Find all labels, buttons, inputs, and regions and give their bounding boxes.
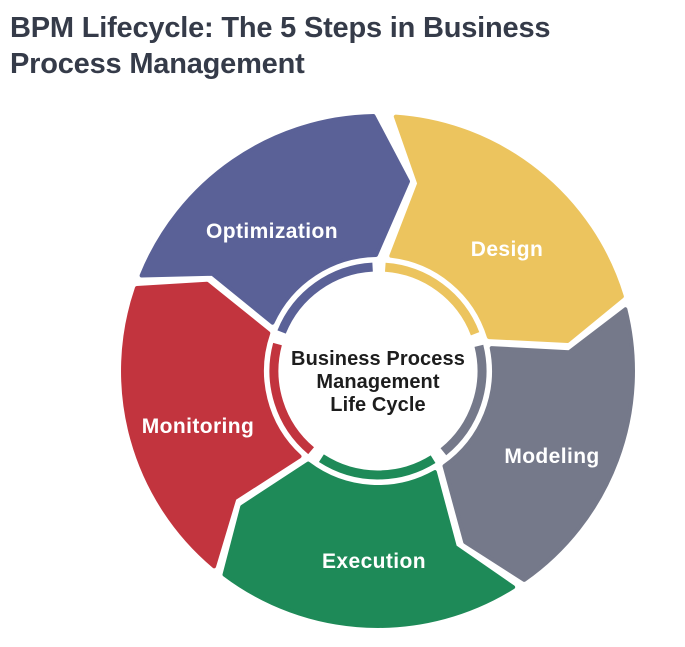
- segment-label-modeling: Modeling: [504, 445, 599, 468]
- segment-monitoring: [121, 281, 302, 569]
- inner-arc-execution: [318, 454, 436, 480]
- segment-label-optimization: Optimization: [206, 220, 338, 243]
- page-title: BPM Lifecycle: The 5 Steps in Business P…: [10, 12, 551, 80]
- inner-arc-monitoring: [269, 342, 315, 455]
- inner-arc-optimization: [277, 262, 373, 334]
- segment-execution: [222, 461, 516, 628]
- center-hub-label: Business Process Management Life Cycle: [291, 348, 465, 416]
- segment-optimization: [139, 114, 410, 325]
- center-label-line2: Management: [316, 371, 439, 393]
- segment-labels: Design Modeling Execution Monitoring Opt…: [142, 220, 600, 573]
- segment-design: [389, 114, 624, 343]
- segment-label-monitoring: Monitoring: [142, 415, 254, 438]
- center-label-line3: Life Cycle: [330, 394, 425, 416]
- inner-echo-arcs: [269, 262, 487, 480]
- inner-arc-design: [384, 262, 480, 336]
- bpm-lifecycle-diagram: Design Modeling Execution Monitoring Opt…: [0, 96, 685, 643]
- segment-label-design: Design: [471, 238, 543, 261]
- cycle-diagram-svg: Design Modeling Execution Monitoring Opt…: [121, 114, 635, 628]
- inner-arc-modeling: [440, 344, 487, 456]
- center-label-line1: Business Process: [291, 348, 465, 370]
- segment-shapes: [121, 114, 635, 628]
- segment-modeling: [442, 307, 635, 582]
- segment-label-execution: Execution: [322, 550, 426, 573]
